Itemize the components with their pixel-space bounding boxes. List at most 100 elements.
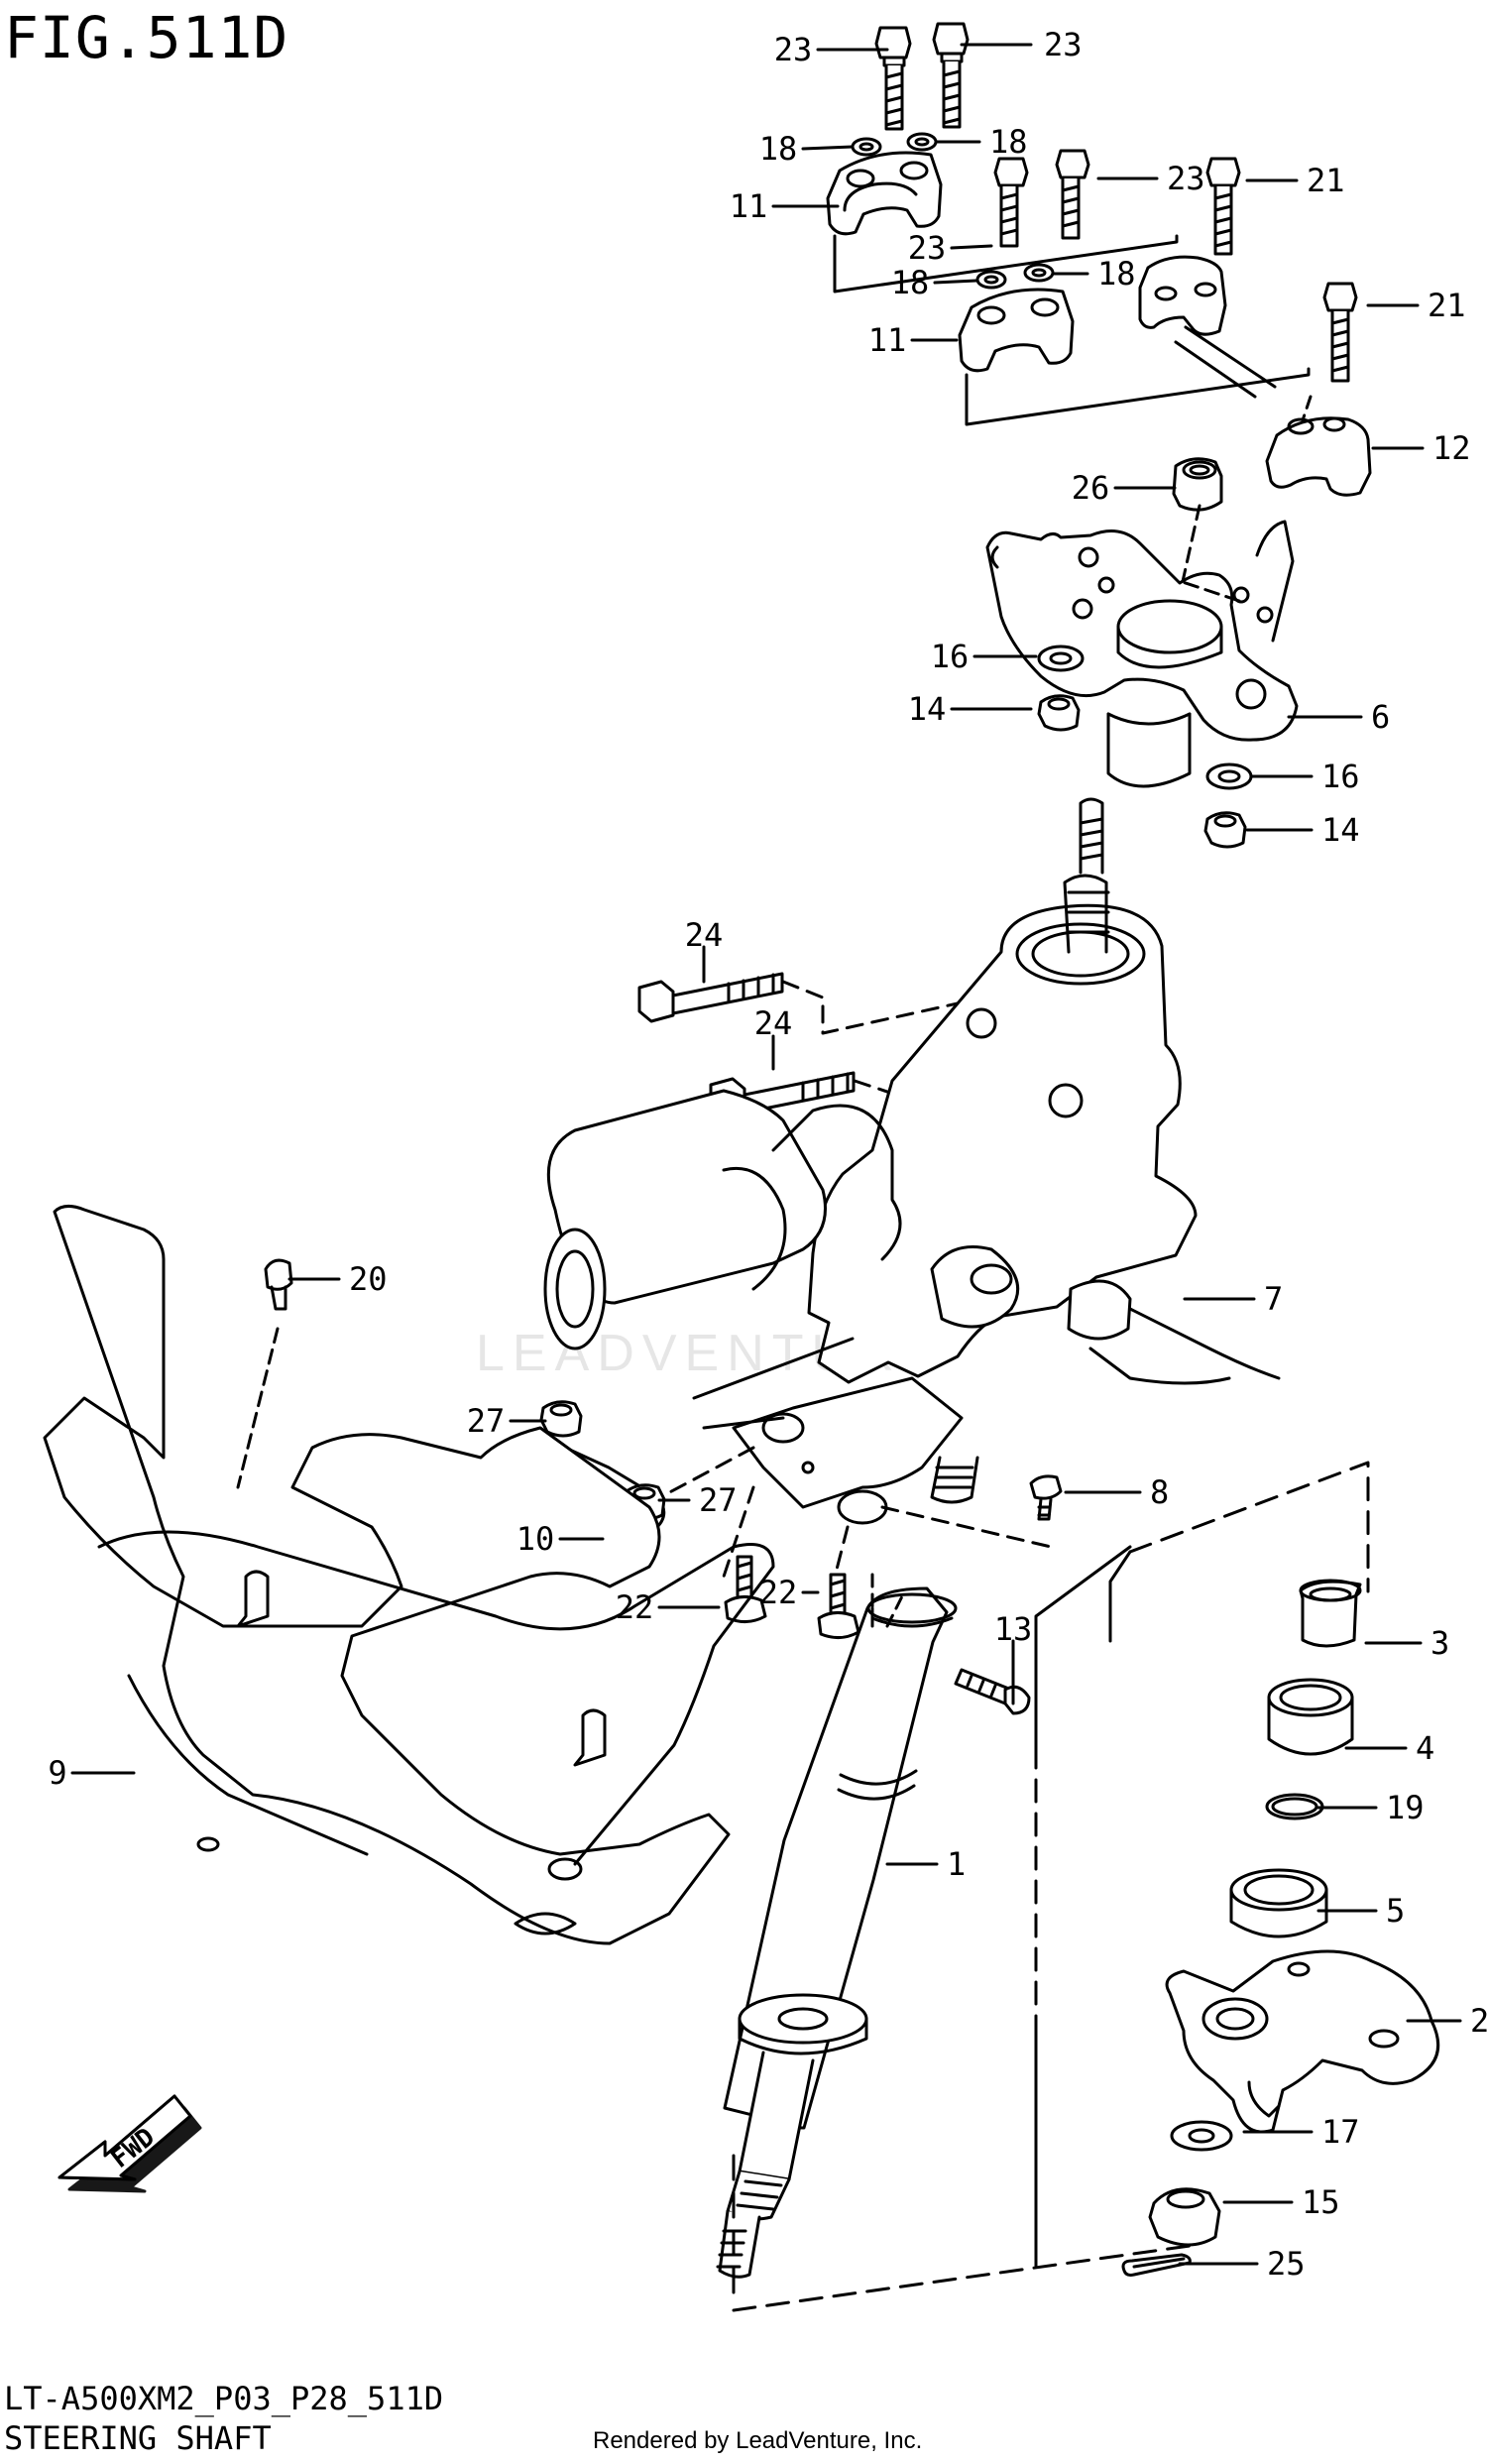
nut-14-upper: [1037, 694, 1081, 732]
bearing-4: [1267, 1678, 1354, 1756]
callout-21: 21: [1245, 162, 1345, 199]
nut-27-upper: [539, 1400, 583, 1438]
render-credit: Rendered by LeadVenture, Inc.: [593, 2427, 923, 2454]
callout-number: 23: [1167, 160, 1205, 197]
callout-26: 26: [1072, 469, 1177, 507]
nut-26: [1172, 457, 1223, 512]
callout-21: 21: [1366, 287, 1466, 324]
callout-17: 17: [1242, 2113, 1360, 2151]
callout-15: 15: [1222, 2183, 1340, 2221]
figure-subtitle: STEERING SHAFT: [4, 2419, 272, 2457]
callout-number: 5: [1386, 1892, 1405, 1930]
bolt-8: [1029, 1474, 1063, 1521]
washer-18-top-right: [906, 132, 938, 152]
callout-number: 7: [1264, 1280, 1283, 1318]
figure-title: FIG.511D: [4, 4, 289, 71]
fwd-arrow-icon: FWD: [57, 2094, 202, 2193]
callout-number: 14: [1321, 811, 1360, 849]
callout-22: 22: [616, 1588, 721, 1626]
callout-2: 2: [1406, 2002, 1487, 2040]
callout-4: 4: [1344, 1729, 1434, 1767]
callout-12: 12: [1371, 429, 1471, 467]
power-steering-unit-7: [543, 797, 1281, 1525]
callout-11: 11: [730, 187, 840, 225]
leader-bracket-11-upper: [833, 234, 1179, 293]
callout-number: 23: [1044, 26, 1083, 63]
nut-14-lower: [1203, 811, 1247, 849]
callout-3: 3: [1364, 1624, 1449, 1662]
leader-bracket-11-lower: [965, 367, 1311, 426]
callout-number: 23: [774, 31, 813, 68]
callout-number: 1: [947, 1845, 966, 1883]
callout-number: 22: [616, 1588, 654, 1626]
washer-18-top-left: [851, 137, 882, 157]
callout-9: 9: [48, 1754, 136, 1792]
bolt-13: [954, 1668, 1031, 1715]
handlebar-holder-12: [1265, 416, 1372, 497]
nut-15: [1148, 2187, 1221, 2247]
callout-number: 14: [908, 690, 947, 728]
callout-number: 19: [1386, 1789, 1425, 1826]
callout-number: 11: [730, 187, 768, 225]
callout-6: 6: [1287, 698, 1390, 736]
callout-number: 18: [759, 130, 798, 168]
callout-16: 16: [1249, 758, 1360, 795]
callout-8: 8: [1064, 1473, 1169, 1511]
callout-number: 4: [1416, 1729, 1434, 1767]
callout-number: 11: [868, 321, 907, 359]
callout-leader-line: [801, 145, 855, 151]
callout-number: 24: [685, 916, 724, 954]
callout-18: 18: [1051, 255, 1136, 293]
callout-19: 19: [1316, 1789, 1425, 1826]
callout-number: 27: [467, 1402, 506, 1440]
washer-16-upper: [1037, 645, 1085, 672]
washer-18-mid-right: [1023, 263, 1055, 283]
steering-bracket-6: [985, 520, 1299, 788]
callout-18: 18: [891, 264, 978, 301]
callout-23: 23: [774, 31, 889, 68]
callout-7: 7: [1183, 1280, 1283, 1318]
callout-13: 13: [994, 1610, 1032, 1705]
callout-number: 18: [989, 123, 1028, 161]
callout-1: 1: [885, 1845, 966, 1883]
steering-shaft-1: [716, 1586, 958, 2279]
callout-10: 10: [516, 1520, 605, 1558]
callout-number: 26: [1072, 469, 1110, 507]
bushing-3: [1299, 1579, 1362, 1648]
callout-number: 18: [1097, 255, 1136, 293]
callout-number: 6: [1371, 698, 1390, 736]
callout-number: 10: [516, 1520, 555, 1558]
callout-23: 23: [960, 26, 1083, 63]
steering-cover-9: [43, 1205, 775, 1945]
callout-number: 25: [1267, 2245, 1306, 2283]
callout-27: 27: [467, 1402, 547, 1440]
callout-number: 22: [759, 1574, 798, 1611]
callout-16: 16: [931, 638, 1038, 675]
clip-20: [264, 1258, 293, 1311]
callout-number: 8: [1150, 1473, 1169, 1511]
callout-number: 12: [1432, 429, 1471, 467]
callout-25: 25: [1178, 2245, 1306, 2283]
callout-11: 11: [868, 321, 959, 359]
callout-number: 21: [1428, 287, 1466, 324]
callout-number: 16: [931, 638, 970, 675]
callout-22: 22: [759, 1574, 820, 1611]
cotter-pin-25: [1121, 2253, 1192, 2277]
bolt-23-top-left: [874, 26, 912, 131]
callout-24: 24: [754, 1004, 792, 1071]
handlebar-holder-11-upper: [826, 151, 943, 236]
bearing-5: [1229, 1868, 1328, 1938]
callout-number: 17: [1321, 2113, 1360, 2151]
callout-number: 20: [349, 1260, 388, 1298]
washer-18-mid-left: [975, 270, 1007, 290]
washer-17: [1170, 2120, 1233, 2152]
callout-leader-line: [933, 279, 978, 285]
callout-23: 23: [1096, 160, 1205, 197]
callout-27: 27: [657, 1481, 738, 1519]
callout-number: 2: [1470, 2002, 1487, 2040]
callout-number: 18: [891, 264, 930, 301]
holder-bracket-upper: [1138, 255, 1277, 399]
bolt-23-top-right: [932, 22, 970, 129]
